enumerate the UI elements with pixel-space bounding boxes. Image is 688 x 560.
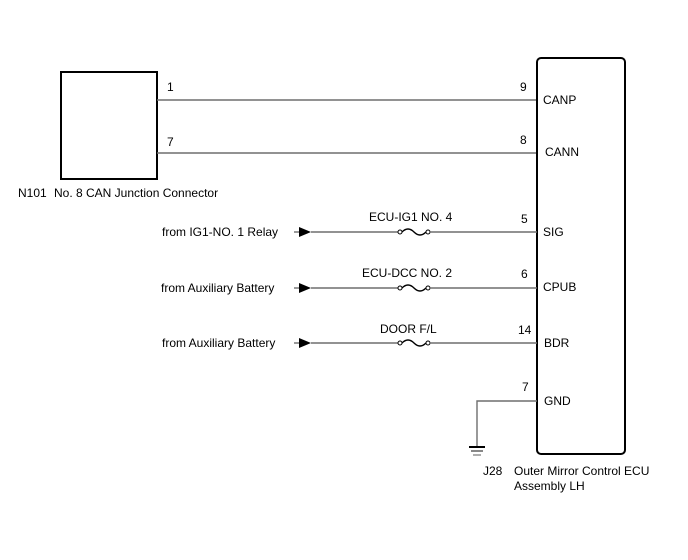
connector-id: N101: [18, 186, 47, 200]
source-label-ig1-relay: from IG1-NO. 1 Relay: [162, 225, 278, 239]
terminal-canp: CANP: [543, 93, 576, 107]
pin-8: 8: [520, 133, 527, 147]
fuse-icon: [397, 228, 431, 236]
fuse-label-ecu-ig1-no4: ECU-IG1 NO. 4: [369, 210, 453, 224]
wire-gnd: [476, 400, 537, 446]
connector-pin-7: 7: [167, 135, 174, 149]
ground-icon: [469, 446, 485, 456]
pin-14: 14: [518, 323, 532, 337]
terminal-sig: SIG: [543, 225, 564, 239]
arrow-icon: [299, 283, 311, 293]
source-label-aux-battery-2: from Auxiliary Battery: [162, 336, 275, 350]
ecu-box: [536, 57, 626, 455]
pin-6: 6: [521, 267, 528, 281]
fuse-label-door-fl: DOOR F/L: [380, 322, 437, 336]
pin-7-gnd: 7: [522, 380, 529, 394]
connector-pin-1: 1: [167, 80, 174, 94]
fuse-label-ecu-dcc-no2: ECU-DCC NO. 2: [362, 266, 452, 280]
fuse-icon: [397, 284, 431, 292]
ecu-id: J28: [483, 464, 503, 478]
ecu-name-line1: Outer Mirror Control ECU: [514, 464, 649, 478]
pin-5: 5: [521, 212, 528, 226]
source-label-aux-battery-1: from Auxiliary Battery: [161, 281, 274, 295]
pin-9: 9: [520, 80, 527, 94]
terminal-cann: CANN: [545, 145, 579, 159]
arrow-icon: [299, 227, 311, 237]
terminal-bdr: BDR: [544, 336, 570, 350]
junction-connector-box: [60, 71, 158, 180]
connector-name: No. 8 CAN Junction Connector: [54, 186, 218, 200]
terminal-cpub: CPUB: [543, 280, 576, 294]
arrow-icon: [299, 338, 311, 348]
terminal-gnd: GND: [544, 394, 571, 408]
fuse-icon: [397, 339, 431, 347]
ecu-name-line2: Assembly LH: [514, 479, 585, 493]
